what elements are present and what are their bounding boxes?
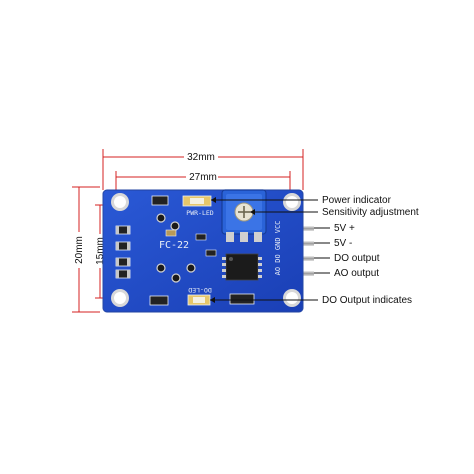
ic-pin <box>258 257 262 260</box>
pwr-led-silk: PWR-LED <box>186 209 213 217</box>
callout-arrowheads <box>210 197 255 303</box>
ic-pin <box>222 269 226 272</box>
via-dot <box>170 221 180 231</box>
arrowhead <box>210 297 215 303</box>
via-dot <box>156 213 166 223</box>
via-dot <box>156 263 166 273</box>
dim-27-label: 27mm <box>189 172 217 183</box>
dim-20-label-bg <box>72 232 86 268</box>
ic-pin <box>222 263 226 266</box>
pot-leg <box>240 232 248 242</box>
mount-hole-bottom-right <box>286 292 298 304</box>
resistor-top <box>151 195 169 206</box>
pot-leg <box>254 232 262 242</box>
pad <box>116 258 119 266</box>
dim-32-label-bg <box>184 150 218 163</box>
ic-pin <box>258 263 262 266</box>
do-led-silk: DO-LED <box>188 286 212 294</box>
ic-notch <box>229 257 233 261</box>
pcb-board: PWR-LED FC-22 <box>102 189 304 313</box>
potentiometer <box>221 189 267 242</box>
pad <box>116 270 119 278</box>
callout-5v-minus: 5V - <box>334 238 352 249</box>
capacitor <box>195 233 207 241</box>
capacitor <box>165 229 177 237</box>
mount-hole-top-right <box>286 196 298 208</box>
pwr-led-lens <box>190 198 204 204</box>
mount-hole-bottom-left <box>114 292 126 304</box>
capacitor <box>205 249 217 257</box>
callout-do-output: DO output <box>334 253 380 264</box>
callout-power-indicator: Power indicator <box>322 195 392 206</box>
callout-sensitivity-adjustment: Sensitivity adjustment <box>322 207 419 218</box>
pad <box>127 226 130 234</box>
pad <box>127 258 130 266</box>
dim-15-label: 15mm <box>95 237 106 265</box>
pcb-edge-highlight <box>102 189 304 313</box>
board-model-silk: FC-22 <box>159 240 189 251</box>
pot-leg <box>226 232 234 242</box>
via-dot <box>186 263 196 273</box>
resistor-bottom-left <box>149 295 169 306</box>
ic-pin <box>222 275 226 278</box>
do-led-lens <box>193 297 205 303</box>
pad <box>116 242 119 250</box>
callout-ao-output: AO output <box>334 268 379 279</box>
callout-do-output-indicates: DO Output indicates <box>322 295 412 306</box>
dim-20-label: 20mm <box>74 236 85 264</box>
callout-5v-plus: 5V + <box>334 223 355 234</box>
dim-32-label: 32mm <box>187 152 215 163</box>
pad <box>127 242 130 250</box>
ic-pin <box>222 257 226 260</box>
ic-chip <box>222 253 262 281</box>
ic-pin <box>258 269 262 272</box>
resistor-bottom-right <box>229 293 255 305</box>
pad <box>127 270 130 278</box>
ic-pin <box>258 275 262 278</box>
arrowhead <box>211 197 216 203</box>
callout-lines <box>210 199 330 301</box>
dim-27-label-bg <box>186 170 218 183</box>
pad <box>116 226 119 234</box>
resistor-pads <box>116 226 130 278</box>
mount-hole-top-left <box>114 196 126 208</box>
pin-labels-silk: AO DO GND VCC <box>274 221 282 276</box>
arrowhead <box>250 209 255 215</box>
via-dot <box>171 273 181 283</box>
